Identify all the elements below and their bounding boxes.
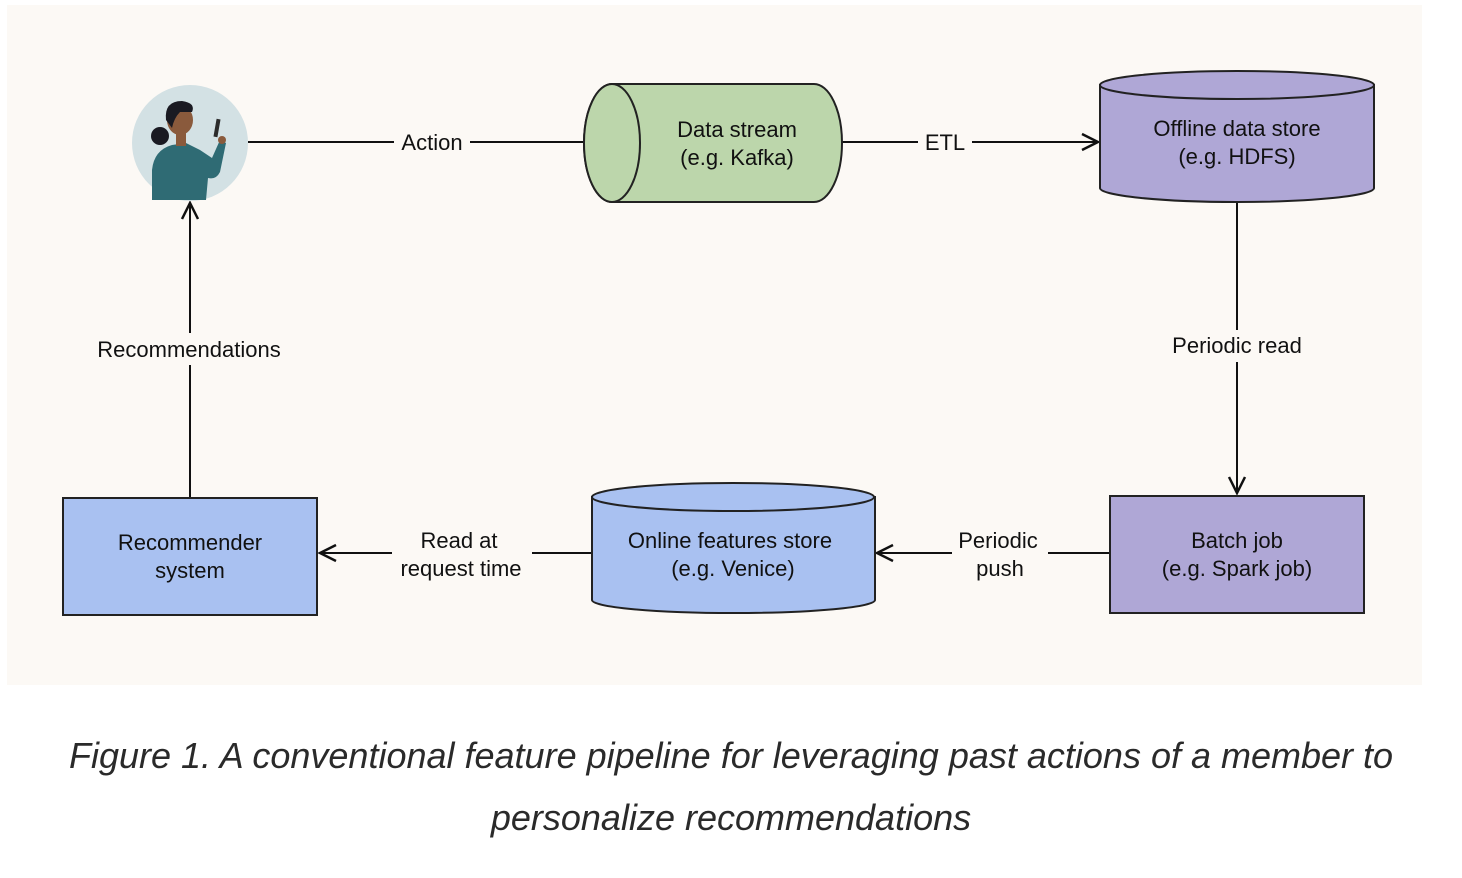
node-online-features-store: Online features store (e.g. Venice) — [591, 482, 876, 615]
edge-label-periodic-read: Periodic read — [1172, 333, 1302, 358]
edge-label-etl: ETL — [925, 130, 965, 155]
node-label-line1: Batch job — [1191, 528, 1283, 553]
node-label-line1: Recommender — [118, 530, 262, 555]
edge-label-recommendations: Recommendations — [97, 337, 280, 362]
caption-line-1: Figure 1. A conventional feature pipelin… — [68, 735, 1394, 776]
edge-read-at-request-time: Read at request time — [320, 528, 592, 581]
edge-label-periodic-push-line1: Periodic — [958, 528, 1037, 553]
edge-periodic-push: Periodic push — [877, 528, 1110, 581]
node-batch-job: Batch job (e.g. Spark job) — [1109, 495, 1365, 614]
edge-etl: ETL — [842, 130, 1098, 155]
edge-action: Action — [248, 130, 608, 155]
edge-label-read-at-line1: Read at — [420, 528, 497, 553]
figure-caption: Figure 1. A conventional feature pipelin… — [0, 725, 1462, 849]
node-label-line2: (e.g. Kafka) — [680, 145, 794, 170]
node-label-line2: system — [155, 558, 225, 583]
node-label-line2: (e.g. Spark job) — [1162, 556, 1312, 581]
node-label-line1: Offline data store — [1153, 116, 1320, 141]
edge-label-periodic-push-line2: push — [976, 556, 1024, 581]
node-label-line2: (e.g. HDFS) — [1178, 144, 1295, 169]
node-label-line1: Online features store — [628, 528, 832, 553]
node-data-stream: Data stream (e.g. Kafka) — [583, 83, 843, 203]
node-label-line1: Data stream — [677, 117, 797, 142]
caption-line-2: personalize recommendations — [490, 797, 972, 838]
node-recommender-system: Recommender system — [62, 497, 318, 616]
pipeline-diagram: Action ETL Periodic read Periodic push R… — [62, 70, 1375, 616]
edge-label-read-at-line2: request time — [400, 556, 521, 581]
member-avatar-icon — [132, 85, 248, 201]
node-offline-data-store: Offline data store (e.g. HDFS) — [1099, 70, 1375, 203]
edge-periodic-read: Periodic read — [1172, 203, 1302, 493]
edge-recommendations: Recommendations — [97, 203, 281, 497]
node-label-line2: (e.g. Venice) — [671, 556, 795, 581]
edge-label-action: Action — [401, 130, 462, 155]
